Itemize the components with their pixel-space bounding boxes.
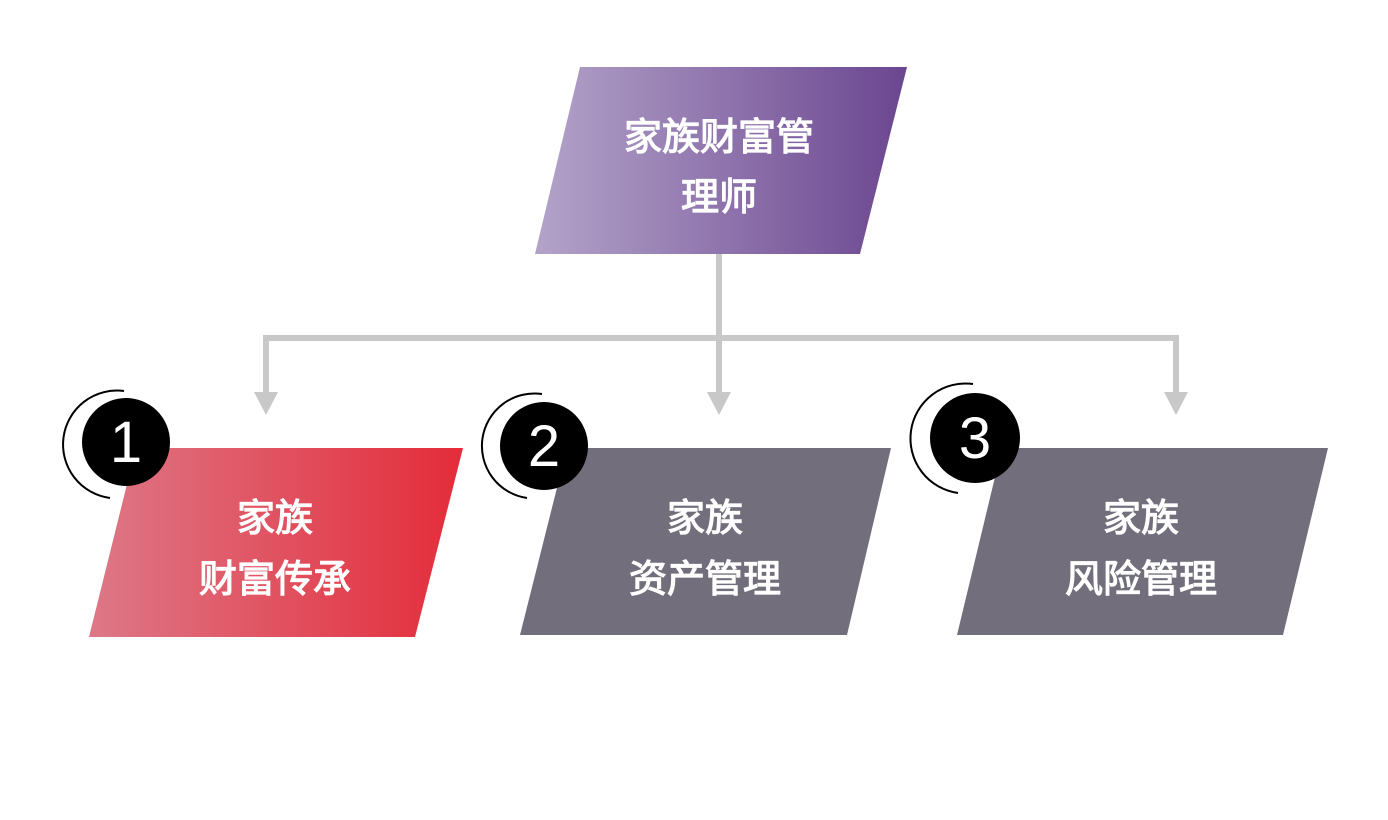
top-node-title-line2: 理师 <box>681 175 757 219</box>
top-node: 家族财富管 理师 <box>535 67 907 254</box>
badge-1-circle <box>82 398 170 486</box>
badge-2-circle <box>500 402 588 490</box>
badge-3-number: 3 <box>959 406 991 471</box>
top-node-title-line1: 家族财富管 <box>624 115 814 159</box>
badge-1-number: 1 <box>110 410 142 475</box>
item-2-shape <box>520 448 891 635</box>
item-1-shape <box>89 448 463 637</box>
item-node-1: 家族 财富传承 <box>89 448 463 637</box>
badge-1: 1 <box>62 389 170 499</box>
item-1-line1: 家族 <box>237 496 313 540</box>
connector-lines <box>263 254 1179 395</box>
item-2-line1: 家族 <box>667 496 743 540</box>
arrow-head-middle <box>707 392 731 415</box>
badge-2-ring <box>480 392 543 499</box>
item-node-2: 家族 资产管理 <box>520 448 891 635</box>
badge-2-number: 2 <box>528 414 560 479</box>
top-node-shape <box>535 67 907 254</box>
badge-3-ring <box>909 382 974 494</box>
item-node-3: 家族 风险管理 <box>957 448 1328 635</box>
badge-2: 2 <box>480 392 588 499</box>
badge-3: 3 <box>909 382 1020 494</box>
item-3-line2: 风险管理 <box>1065 557 1217 601</box>
arrow-head-left <box>254 392 278 415</box>
badge-1-ring <box>62 389 125 499</box>
item-1-line2: 财富传承 <box>199 557 351 601</box>
item-2-line2: 资产管理 <box>629 557 781 601</box>
item-3-line1: 家族 <box>1103 496 1179 540</box>
item-3-shape <box>957 448 1328 635</box>
badge-3-circle <box>930 393 1020 483</box>
arrow-head-right <box>1164 392 1188 415</box>
